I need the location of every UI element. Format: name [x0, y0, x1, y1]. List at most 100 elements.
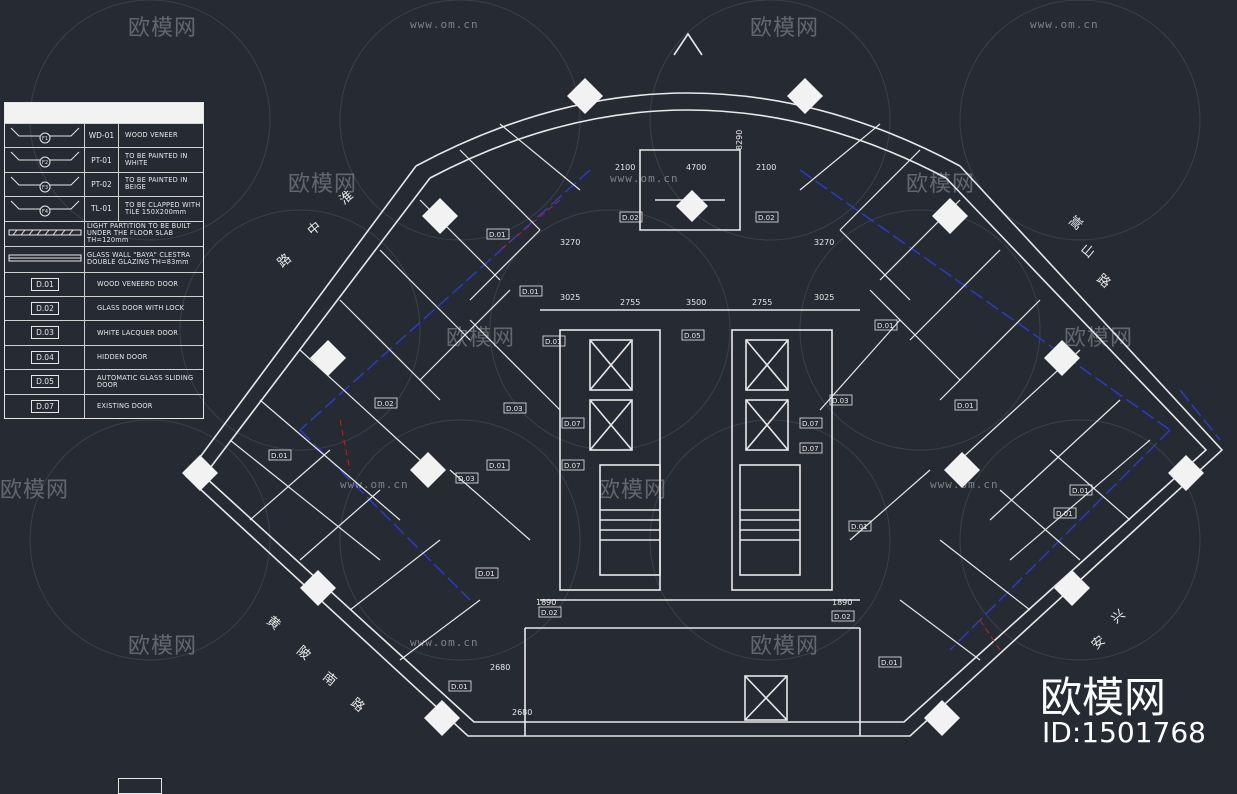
finish-symbol-icon: F3 [5, 172, 85, 197]
door-code-symbol: D.05 [5, 370, 85, 394]
svg-text:D.01: D.01 [877, 322, 894, 330]
legend-code: PT-02 [85, 172, 119, 197]
road-label-left-upper-3: 路 [274, 250, 294, 271]
svg-text:D.03: D.03 [832, 397, 849, 405]
watermark-rings [29, 0, 1201, 661]
legend-header [5, 103, 203, 123]
legend-row: F3 PT-02 TO BE PAINTED IN BEIGE [5, 171, 203, 197]
dimension-list: 2100 4700 2100 8290 1850 1850 5795 5795 … [206, 768, 1106, 788]
columns [182, 78, 1204, 736]
watermark-text: 欧模网 [288, 172, 358, 197]
svg-text:D.02: D.02 [377, 400, 394, 408]
road-label-left-lower-2: 陂 [293, 643, 313, 664]
watermark-text: 欧模网 [128, 634, 198, 659]
dim-label: 2100 [756, 163, 776, 172]
legend-table: F1 WD-01 WOOD VENEER F2 PT-01 TO BE PAIN… [4, 102, 204, 419]
watermark-text: 欧模网 [750, 16, 820, 41]
door-code-symbol: D.04 [5, 345, 85, 370]
door-code-symbol: D.01 [5, 272, 85, 296]
svg-text:D.01: D.01 [881, 659, 898, 667]
legend-row: F4 TL-01 TO BE CLAPPED WITH TILE 150X200… [5, 196, 203, 221]
dim-label: 3025 [560, 293, 580, 302]
legend-desc: WHITE LACQUER DOOR [97, 328, 179, 337]
svg-text:D.07: D.07 [802, 445, 819, 453]
road-label-right-upper-2: 山 [1077, 242, 1097, 262]
watermark-url: www.om.cn [410, 636, 479, 649]
legend-desc: EXISTING DOOR [97, 401, 153, 410]
finish-symbol-icon: F4 [5, 197, 85, 221]
road-label-right-upper-1: 嵩 [1065, 214, 1085, 234]
watermark-url: www.om.cn [610, 172, 679, 185]
red-lines [339, 199, 1001, 651]
legend-row: D.07 EXISTING DOOR [5, 393, 203, 418]
watermark-text: 欧模网 [906, 172, 976, 197]
dim-label: 1890 [832, 598, 852, 607]
dim-label: 2680 [512, 708, 532, 717]
finish-symbol-icon: F2 [5, 148, 85, 172]
road-label-right-lower-2: 安 [1089, 633, 1109, 653]
partition-hatch-icon [5, 221, 85, 247]
door-code-symbol: D.03 [5, 321, 85, 345]
dim-label: 2755 [752, 298, 772, 307]
door-tag-values: D.01 D.02 D.03 D.04 D.05 D.07 [460, 775, 555, 782]
svg-text:D.01: D.01 [489, 231, 506, 239]
dim-label: 3500 [686, 298, 706, 307]
door-code-symbol: D.02 [5, 296, 85, 321]
legend-desc: WOOD VENEER [125, 131, 178, 140]
interior-walls-left [229, 123, 581, 661]
svg-text:D.07: D.07 [802, 420, 819, 428]
legend-desc: TO BE PAINTED IN WHITE [125, 152, 188, 168]
watermark-url: www.om.cn [1030, 18, 1099, 31]
legend-row: F1 WD-01 WOOD VENEER [5, 123, 203, 148]
watermark-url: www.om.cn [410, 18, 479, 31]
legend-desc: LIGHT PARTITION TO BE BUILT UNDER THE FL… [87, 222, 191, 245]
legend-desc: TO BE CLAPPED WITH TILE 150X200mm [125, 200, 201, 216]
legend-row: GLASS WALL "BAYA" CLESTRA DOUBLE GLAZING… [5, 246, 203, 272]
legend-row: D.04 HIDDEN DOOR [5, 344, 203, 370]
legend-desc: TO BE PAINTED IN BEIGE [125, 176, 188, 192]
road-label-left-lower-3: 南 [319, 669, 339, 690]
svg-text:D.07: D.07 [564, 462, 581, 470]
legend-row: LIGHT PARTITION TO BE BUILT UNDER THE FL… [5, 220, 203, 247]
legend-desc: WOOD VENEERD DOOR [97, 279, 179, 288]
dim-label: 3270 [560, 238, 580, 247]
legend-row: D.01 WOOD VENEERD DOOR [5, 271, 203, 296]
legend-row: F2 PT-01 TO BE PAINTED IN WHITE [5, 147, 203, 172]
svg-text:D.01: D.01 [851, 523, 868, 531]
brand-logo-text: 欧模网 [1040, 673, 1167, 722]
legend-row: D.02 GLASS DOOR WITH LOCK [5, 295, 203, 321]
interior-walls-right [799, 123, 1151, 661]
dimension-labels: 2100 4700 2100 8290 3025 2755 3500 2755 … [490, 130, 852, 717]
dim-label: 2680 [490, 663, 510, 672]
svg-text:D.07: D.07 [564, 420, 581, 428]
legend-code: PT-01 [85, 148, 119, 172]
finish-symbol-icon: F1 [5, 124, 85, 148]
watermark-url: www.om.cn [340, 478, 409, 491]
door-code-symbol: D.07 [5, 394, 85, 418]
svg-text:D.01: D.01 [545, 338, 562, 346]
watermark-text: 欧模网 [598, 478, 668, 503]
watermark-url: www.om.cn [930, 478, 999, 491]
svg-text:F3: F3 [42, 185, 48, 191]
dim-label: 3270 [814, 238, 834, 247]
legend-row: D.05 AUTOMATIC GLASS SLIDING DOOR [5, 369, 203, 394]
svg-text:D.01: D.01 [957, 402, 974, 410]
legend-code: WD-01 [85, 124, 119, 148]
dim-label: 1890 [536, 598, 556, 607]
svg-text:D.01: D.01 [489, 462, 506, 470]
door-tags [268, 211, 1093, 692]
dim-label: 8290 [735, 130, 744, 150]
svg-text:D.01: D.01 [522, 288, 539, 296]
building-outline [184, 32, 1224, 737]
svg-text:D.02: D.02 [758, 214, 775, 222]
road-label-left-lower-4: 路 [347, 695, 367, 716]
legend-desc: GLASS WALL "BAYA" CLESTRA DOUBLE GLAZING… [87, 251, 191, 267]
svg-text:F2: F2 [42, 160, 48, 166]
svg-text:D.03: D.03 [458, 475, 475, 483]
road-label-left-upper-2: 中 [305, 219, 325, 239]
legend-row: D.03 WHITE LACQUER DOOR [5, 320, 203, 345]
title-block-fragment [118, 778, 162, 794]
watermark-text: 欧模网 [128, 16, 198, 41]
dimension-values: 2100 4700 2100 8290 1850 1850 5795 5795 … [206, 768, 1093, 782]
